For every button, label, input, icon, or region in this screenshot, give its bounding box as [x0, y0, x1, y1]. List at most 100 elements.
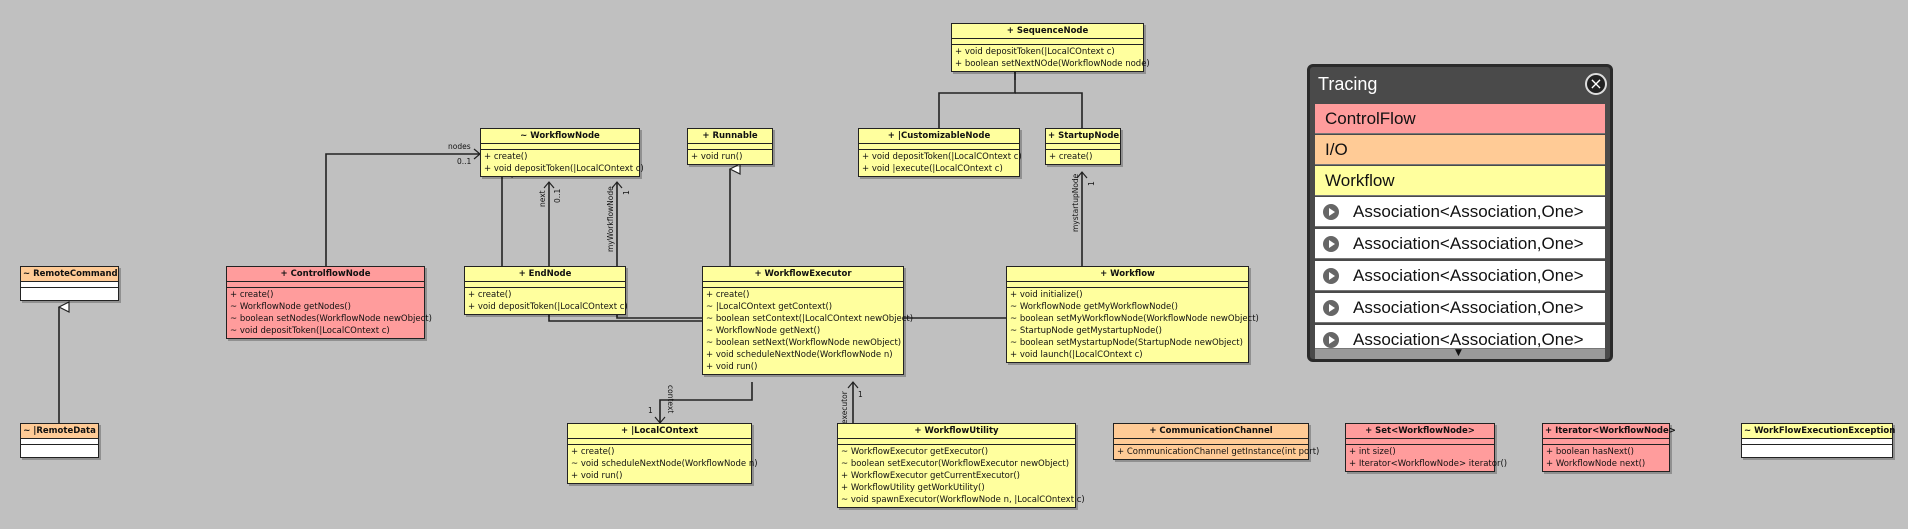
tracing-category-controlflow[interactable]: ControlFlow: [1315, 104, 1605, 134]
class-controlflow-node[interactable]: + ControlflowNode + create() ~ WorkflowN…: [226, 266, 432, 339]
edge-multiplicity-mystartupnode: 1: [1087, 181, 1096, 186]
class-operations: + void depositToken(|LocalCOntext c) + b…: [952, 45, 1150, 71]
operation: ~ void depositToken(|LocalCOntext c): [230, 326, 390, 336]
class-operations: [21, 445, 98, 457]
class-startup-node[interactable]: + StartupNode + create(): [1045, 128, 1121, 165]
tracing-association-label: Association<Association,One>: [1353, 298, 1584, 317]
class-attributes: [568, 439, 751, 445]
class-workflow-execution-exception[interactable]: ~ WorkFlowExecutionException: [1741, 423, 1895, 458]
tracing-category-label: I/O: [1325, 140, 1348, 159]
class-header: ~ WorkflowNode: [481, 129, 639, 144]
operation: ~ boolean setMystartupNode(StartupNode n…: [1010, 338, 1243, 348]
operation: ~ void spawnExecutor(WorkflowNode n, |Lo…: [841, 495, 1085, 505]
class-header: + Iterator<WorkflowNode>: [1543, 424, 1676, 439]
edge-multiplicity-myworkflownode: 1: [622, 190, 631, 195]
tracing-association-item[interactable]: Association<Association,One>: [1315, 197, 1605, 227]
edge-multiplicity-executor: 1: [858, 390, 863, 399]
tracing-category-workflow[interactable]: Workflow: [1315, 166, 1605, 196]
tracing-association-label: Association<Association,One>: [1353, 234, 1584, 253]
class-runnable[interactable]: + Runnable + void run(): [687, 128, 773, 165]
class-operations: + void depositToken(|LocalCOntext c) + v…: [859, 150, 1022, 176]
operation: ~ boolean setNext(WorkflowNode newObject…: [706, 338, 902, 348]
edge-multiplicity-next: 0..1: [553, 188, 562, 203]
close-icon[interactable]: ×: [1585, 73, 1607, 95]
operation: + int size(): [1349, 447, 1396, 457]
class-header: ~ |RemoteData: [21, 424, 98, 439]
class-header: + WorkflowExecutor: [703, 267, 903, 282]
class-workflow[interactable]: + Workflow + void initialize() ~ Workflo…: [1006, 266, 1259, 363]
operation: + void initialize(): [1010, 290, 1083, 300]
operation: + create(): [571, 447, 615, 457]
class-remote-command[interactable]: ~ RemoteCommand: [20, 266, 119, 301]
operation: + void |execute(|LocalCOntext c): [862, 164, 1003, 174]
edge-label-executor: executor: [840, 391, 849, 424]
class-header: + Set<WorkflowNode>: [1346, 424, 1494, 439]
class-workflow-executor[interactable]: + WorkflowExecutor + create() ~ |LocalCO…: [702, 266, 913, 375]
class-operations: + create() + void depositToken(|LocalCOn…: [481, 150, 644, 176]
operation: + void depositToken(|LocalCOntext c): [468, 302, 628, 312]
tracing-association-item[interactable]: Association<Association,One>: [1315, 229, 1605, 259]
operation: + boolean hasNext(): [1546, 447, 1634, 457]
class-operations: + create() ~ |LocalCOntext getContext() …: [703, 288, 913, 374]
inherit-customizable-sequence: [938, 62, 1016, 131]
class-set-workflow-node[interactable]: + Set<WorkflowNode> + int size() + Itera…: [1345, 423, 1507, 472]
operation: + WorkflowUtility getWorkUtility(): [841, 483, 985, 493]
operation: + void depositToken(|LocalCOntext c): [955, 47, 1115, 57]
class-operations: + boolean hasNext() + WorkflowNode next(…: [1543, 445, 1669, 471]
class-attributes: [1543, 439, 1669, 445]
class-attributes: [21, 282, 118, 288]
tracing-association-item[interactable]: Association<Association,One>: [1315, 293, 1605, 323]
operation: ~ StartupNode getMystartupNode(): [1010, 326, 1162, 336]
play-icon[interactable]: [1323, 332, 1339, 348]
class-end-node[interactable]: + EndNode + create() + void depositToken…: [464, 266, 628, 315]
operation: + create(): [484, 152, 528, 162]
class-attributes: [859, 144, 1019, 150]
class-operations: ~ WorkflowExecutor getExecutor() ~ boole…: [838, 445, 1085, 507]
play-icon[interactable]: [1323, 204, 1339, 220]
tracing-scrollbar[interactable]: ▼: [1315, 348, 1605, 359]
tracing-association-item[interactable]: Association<Association,One>: [1315, 261, 1605, 291]
scroll-down-icon[interactable]: ▼: [1455, 348, 1462, 358]
operation: ~ boolean setNodes(WorkflowNode newObjec…: [230, 314, 432, 324]
operation: ~ WorkflowNode getMyWorkflowNode(): [1010, 302, 1178, 312]
class-operations: + create() ~ void scheduleNextNode(Workf…: [568, 445, 758, 483]
class-attributes: [1046, 144, 1120, 150]
class-operations: + int size() + Iterator<WorkflowNode> it…: [1346, 445, 1507, 471]
class-operations: + create(): [1046, 150, 1120, 164]
operation: + create(): [468, 290, 512, 300]
class-operations: + void run(): [688, 150, 772, 164]
class-communication-channel[interactable]: + CommunicationChannel + CommunicationCh…: [1113, 423, 1320, 460]
class-workflow-utility[interactable]: + WorkflowUtility ~ WorkflowExecutor get…: [837, 423, 1085, 508]
operation: + CommunicationChannel getInstance(int p…: [1117, 447, 1320, 457]
play-icon[interactable]: [1323, 268, 1339, 284]
operation: ~ void scheduleNextNode(WorkflowNode n): [571, 459, 758, 469]
class-remote-data[interactable]: ~ |RemoteData: [20, 423, 99, 458]
class-attributes: [465, 282, 625, 288]
assoc-context: [659, 382, 753, 423]
edge-multiplicity-context: 1: [648, 406, 653, 415]
class-customizable-node[interactable]: + |CustomizableNode + void depositToken(…: [858, 128, 1022, 177]
edge-label-next: next: [538, 190, 547, 207]
tracing-association-item[interactable]: Association<Association,One>: [1315, 325, 1605, 349]
play-icon[interactable]: [1323, 236, 1339, 252]
operation: + void run(): [571, 471, 623, 481]
class-local-context[interactable]: + |LocalCOntext + create() ~ void schedu…: [567, 423, 758, 484]
play-icon[interactable]: [1323, 300, 1339, 316]
edge-multiplicity-nodes: 0..1: [457, 157, 472, 166]
class-iterator-workflow-node[interactable]: + Iterator<WorkflowNode> + boolean hasNe…: [1542, 423, 1676, 472]
edge-label-nodes: nodes: [448, 142, 471, 151]
class-header: + WorkflowUtility: [838, 424, 1075, 439]
class-header: ~ WorkFlowExecutionException: [1742, 424, 1895, 439]
class-operations: [1742, 445, 1892, 457]
edge-label-context: context: [666, 385, 675, 414]
class-header: + |CustomizableNode: [859, 129, 1019, 144]
class-attributes: [952, 39, 1143, 45]
tracing-association-label: Association<Association,One>: [1353, 266, 1584, 285]
tracing-category-io[interactable]: I/O: [1315, 135, 1605, 165]
class-sequence-node[interactable]: + SequenceNode + void depositToken(|Loca…: [951, 23, 1150, 72]
class-attributes: [481, 144, 639, 150]
tracing-panel[interactable]: Tracing × ControlFlow I/O Workflow Assoc…: [1307, 64, 1613, 362]
operation: ~ WorkflowNode getNext(): [706, 326, 821, 336]
class-attributes: [1114, 439, 1308, 445]
class-workflow-node[interactable]: ~ WorkflowNode + create() + void deposit…: [480, 128, 644, 177]
